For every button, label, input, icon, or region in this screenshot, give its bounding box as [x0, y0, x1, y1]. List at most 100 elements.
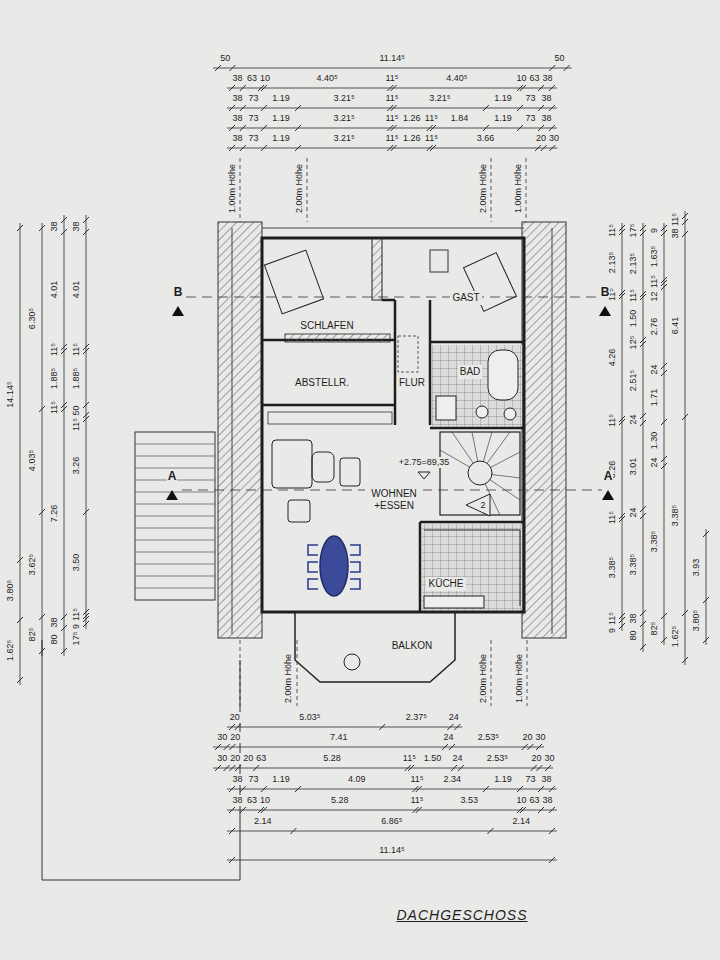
dimension-line [549, 125, 555, 131]
dimension-text: 1.19 [271, 774, 291, 785]
dimension-text: 12 [649, 290, 660, 302]
dimension-line [549, 85, 555, 91]
room-label: ABSTELLR. [293, 376, 351, 390]
terrace [135, 432, 215, 600]
cabinet [268, 412, 392, 424]
dimension-line [549, 65, 555, 71]
dimension-line [703, 637, 709, 643]
dimension-text: 5.28 [330, 795, 350, 806]
dimension-line [213, 747, 544, 748]
sofa [272, 440, 312, 488]
dimension-line [538, 125, 544, 131]
dimension-line [229, 744, 235, 750]
dimension-text: 9 [649, 227, 660, 234]
dimension-line [661, 637, 667, 643]
room-name: GAST [452, 292, 479, 303]
dimension-text: 63 [528, 795, 540, 806]
dimension-line [682, 231, 688, 237]
dimension-text: 3.21⁵ [333, 133, 356, 144]
dimension-text: 20 [522, 732, 534, 743]
dimension-line [227, 108, 557, 109]
stair-steps [440, 432, 520, 515]
dimension-line [240, 105, 246, 111]
dimension-line [538, 105, 544, 111]
dimension-text: 11.14⁵ [378, 845, 406, 856]
dimension-text: 80 [628, 629, 639, 641]
dimension-line [447, 724, 453, 730]
dimension-line [61, 229, 67, 235]
dimension-line [17, 225, 23, 231]
dimension-line [240, 85, 246, 91]
dimension-text: 73 [524, 93, 536, 104]
dimension-line [83, 229, 89, 235]
dimension-text: 20 [535, 133, 547, 144]
dimension-text: 24 [649, 456, 660, 468]
dimension-line [39, 614, 45, 620]
dimension-text: 3.38⁵ [607, 556, 618, 579]
dimension-line [227, 789, 557, 790]
wall-line [232, 228, 552, 634]
dimension-line [83, 217, 89, 223]
dimension-line [83, 416, 89, 422]
dimension-text: 30 [544, 753, 556, 764]
dimension-text: 30 [216, 753, 228, 764]
dimension-text: 73 [524, 113, 536, 124]
dimension-line [522, 744, 528, 750]
dimension-line [261, 125, 267, 131]
room-name: SCHLAFEN [300, 320, 353, 331]
dimension-line [483, 786, 489, 792]
dimension-text: 1.19 [493, 113, 513, 124]
dimension-text: 11⁵ [71, 606, 82, 621]
dimension-text: 38 [540, 774, 552, 785]
dimension-line [42, 223, 43, 656]
stair-core [468, 461, 492, 485]
dimension-text: 38 [49, 220, 60, 232]
dimension-line [517, 125, 523, 131]
dimension-line [64, 215, 65, 656]
dimension-line [549, 786, 555, 792]
plan-note: 2.00m Höhe [479, 652, 490, 703]
dimension-line [240, 145, 246, 151]
dimension-text: 3.80⁵ [691, 608, 702, 631]
dimension-text: 11⁵ [71, 341, 82, 356]
dimension-line [61, 625, 67, 631]
dimension-text: 11⁵ [607, 610, 618, 625]
dimension-line [661, 370, 667, 376]
dimension-text: 3.62⁵ [27, 553, 38, 576]
dimension-line [240, 807, 246, 813]
dimension-line [391, 85, 397, 91]
plan-note: 2.00m Höhe [284, 652, 295, 703]
dimension-line [240, 786, 246, 792]
dimension-line [229, 765, 235, 771]
dimension-text: 24 [442, 732, 454, 743]
counter [424, 530, 520, 606]
dimension-line [449, 744, 455, 750]
dimension-line [640, 291, 646, 297]
section-marker [166, 490, 178, 500]
dimension-line [661, 463, 667, 469]
armchair [340, 458, 360, 486]
dimension-text: 11⁵ [424, 133, 439, 144]
dimension-text: 38 [670, 228, 681, 240]
dimension-text: 1.19 [271, 113, 291, 124]
dimension-text: 11⁵ [71, 417, 82, 432]
dimension-text: 50 [219, 53, 231, 64]
room-name: WOHNEN +ESSEN [371, 488, 417, 511]
dimension-text: 38 [231, 113, 243, 124]
dimension-text: 2.76 [649, 317, 660, 337]
dimension-line [61, 648, 67, 654]
dimension-text: 14.14⁵ [5, 380, 16, 408]
dimension-text: 3.66 [476, 133, 496, 144]
dimension-text: 9 [607, 627, 618, 634]
dimension-text: 20 [242, 753, 254, 764]
dimension-text: 1.19 [493, 774, 513, 785]
dimension-line [682, 213, 688, 219]
dimension-text: 30 [548, 133, 560, 144]
dimension-line [215, 65, 221, 71]
dimension-line [61, 217, 67, 223]
dimension-line [640, 513, 646, 519]
dimension-text: 11⁵ [607, 510, 618, 525]
balcony-outline [295, 612, 455, 682]
dimension-line [661, 225, 667, 231]
dimension-line [549, 857, 555, 863]
